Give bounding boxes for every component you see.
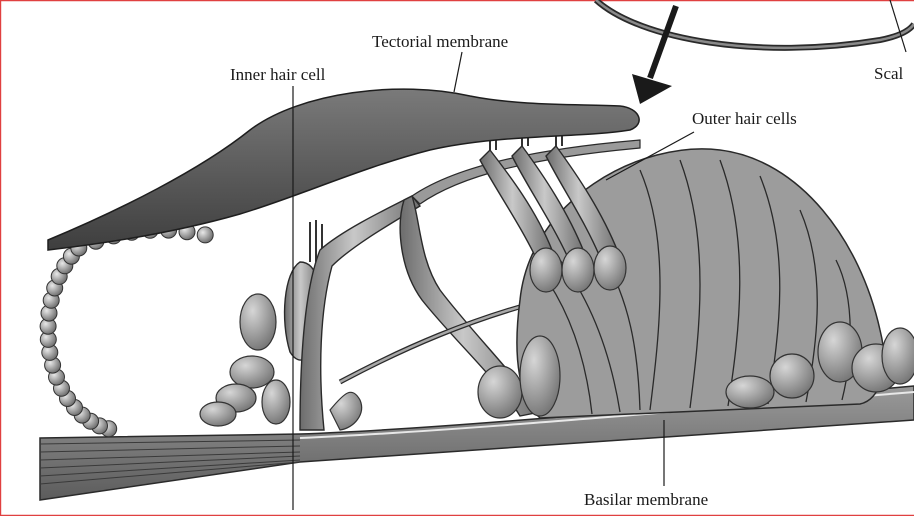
inner-supporting-cells (200, 294, 290, 426)
label-tectorial-membrane: Tectorial membrane (372, 32, 508, 51)
label-scala-partial: Scal (874, 64, 904, 83)
label-inner-hair-cell: Inner hair cell (230, 65, 326, 84)
label-outer-hair-cells: Outer hair cells (692, 109, 797, 128)
bead (197, 227, 213, 243)
scala-arc (596, 0, 914, 48)
label-basilar-membrane: Basilar membrane (584, 490, 708, 509)
sound-direction-arrow (632, 6, 676, 104)
